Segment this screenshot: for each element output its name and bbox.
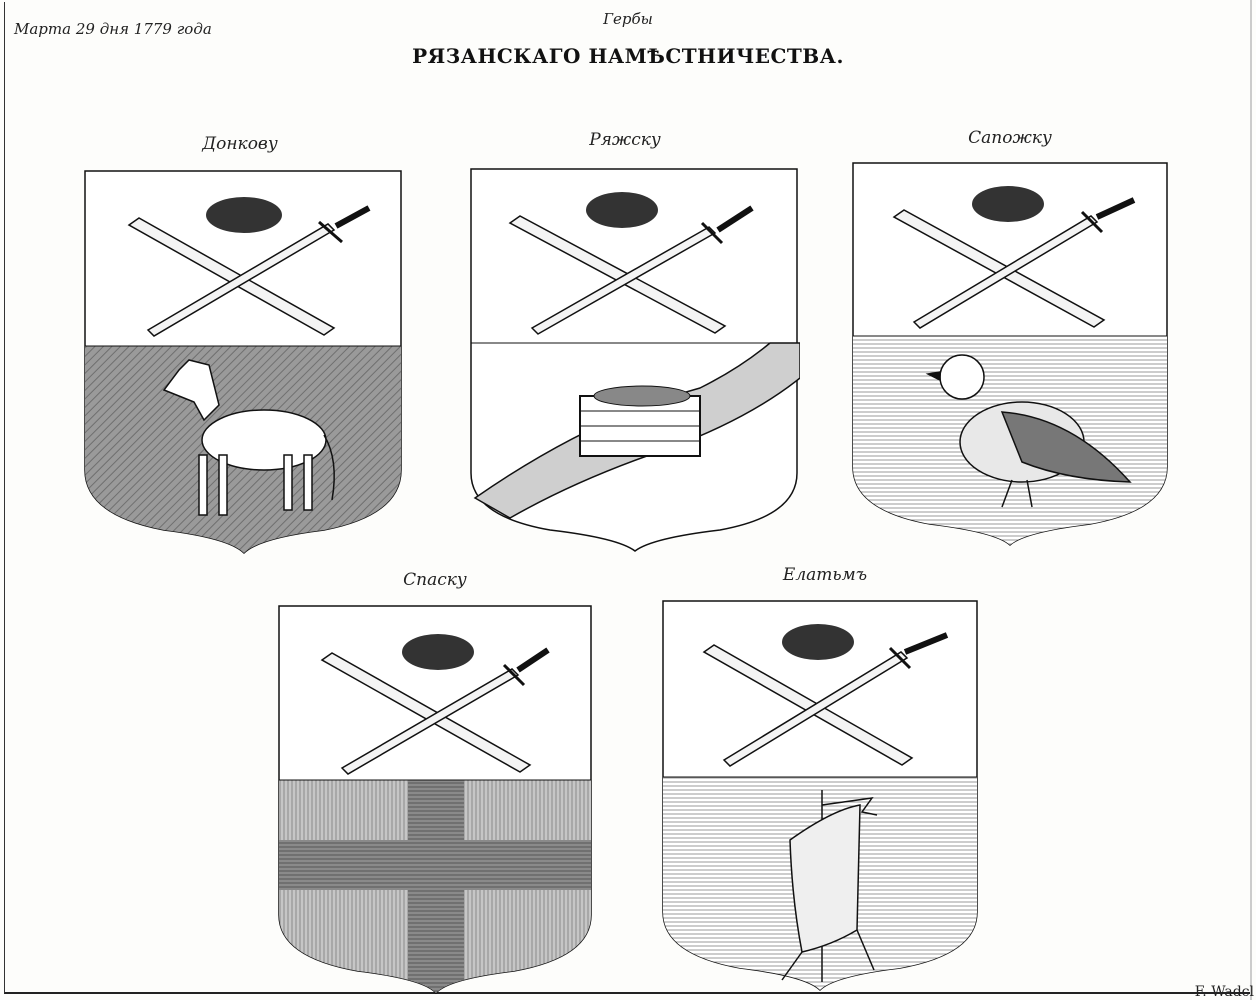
river-crate-icon bbox=[473, 342, 800, 519]
coat-of-arms-donkov bbox=[84, 170, 404, 555]
shield-caption-donkov: Донкову bbox=[202, 134, 278, 154]
small-title: Гербы bbox=[603, 10, 653, 28]
shield-caption-sapozhok: Сапожку bbox=[968, 128, 1052, 148]
fur-hat-icon bbox=[586, 192, 658, 228]
sword-icon bbox=[340, 647, 550, 775]
engraver-signature: F. Wadcl bbox=[1194, 984, 1254, 1000]
date-note: Марта 29 дня 1779 года bbox=[14, 20, 212, 38]
shield-caption-elatma: Елатьмъ bbox=[782, 565, 868, 585]
fur-hat-icon bbox=[782, 624, 854, 660]
fur-hat-icon bbox=[206, 197, 282, 233]
shield-caption-ryazhsk: Ряжску bbox=[589, 130, 661, 150]
coat-of-arms-spassk bbox=[278, 605, 594, 995]
coat-of-arms-sapozhok bbox=[852, 162, 1170, 547]
shield-caption-spassk: Спаску bbox=[403, 570, 467, 590]
coat-of-arms-elatma bbox=[662, 600, 980, 992]
sword-icon bbox=[912, 197, 1136, 329]
crossed-scabbard-icon bbox=[127, 217, 336, 336]
sword-icon bbox=[530, 205, 754, 335]
dove-icon bbox=[925, 354, 1132, 508]
page-edge bbox=[1250, 0, 1252, 1000]
coat-of-arms-ryazhsk bbox=[470, 168, 800, 553]
sword-icon bbox=[722, 632, 949, 767]
fur-hat-icon bbox=[402, 634, 474, 670]
crossed-scabbard-icon bbox=[508, 215, 727, 334]
crossed-scabbard-icon bbox=[320, 652, 532, 773]
crossed-scabbard-icon bbox=[892, 209, 1106, 328]
ship-sail-icon bbox=[781, 790, 878, 982]
horse-icon bbox=[162, 359, 335, 516]
cross-icon bbox=[279, 780, 591, 993]
crossed-scabbard-icon bbox=[702, 644, 914, 766]
fur-hat-icon bbox=[972, 186, 1044, 222]
main-title: РЯЗАНСКАГО НАМѢСТНИЧЕСТВА. bbox=[412, 44, 844, 68]
sword-icon bbox=[146, 205, 371, 337]
page-border bbox=[4, 2, 1250, 994]
